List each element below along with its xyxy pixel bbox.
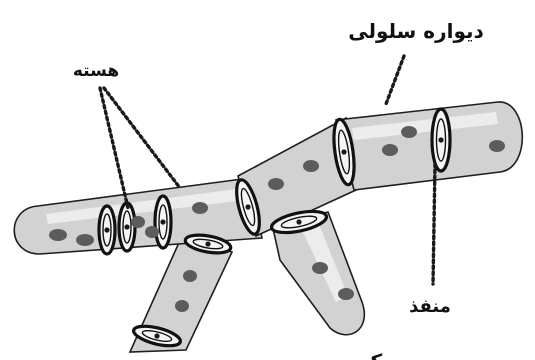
nucleus-icon bbox=[192, 202, 208, 214]
leader-nucleus-right bbox=[104, 88, 180, 188]
label-cell-wall: دیواره سلولی bbox=[348, 19, 484, 43]
septum bbox=[155, 196, 171, 248]
septal-pore bbox=[104, 227, 109, 232]
leader-cell-wall bbox=[386, 56, 404, 104]
septal-pore bbox=[124, 224, 129, 229]
nucleus-icon bbox=[312, 262, 328, 274]
septum bbox=[99, 206, 115, 254]
septal-pore bbox=[341, 149, 346, 154]
septal-pore bbox=[154, 333, 159, 338]
septal-pore bbox=[296, 219, 301, 224]
nucleus-icon bbox=[175, 300, 189, 312]
nucleus-icon bbox=[401, 126, 417, 138]
label-bottom-cut: ک bbox=[362, 349, 383, 360]
septal-pore bbox=[160, 219, 165, 224]
label-pore: منفذ bbox=[409, 296, 451, 317]
septal-pore bbox=[438, 137, 443, 142]
label-nucleus: هسته bbox=[73, 61, 119, 81]
septal-pore bbox=[245, 204, 250, 209]
nucleus-icon bbox=[183, 270, 197, 282]
leader-nucleus-left bbox=[100, 88, 128, 208]
septal-pore bbox=[205, 241, 210, 246]
nucleus-icon bbox=[303, 160, 319, 172]
nucleus-icon bbox=[49, 229, 67, 241]
septum bbox=[119, 203, 135, 251]
nucleus-icon bbox=[489, 140, 505, 152]
nucleus-icon bbox=[76, 234, 94, 246]
nucleus-icon bbox=[382, 144, 398, 156]
nucleus-icon bbox=[131, 216, 145, 228]
septum bbox=[432, 109, 450, 171]
nucleus-icon bbox=[338, 288, 354, 300]
nucleus-icon bbox=[268, 178, 284, 190]
leader-pore bbox=[433, 164, 435, 284]
nucleus-icon bbox=[145, 226, 159, 238]
